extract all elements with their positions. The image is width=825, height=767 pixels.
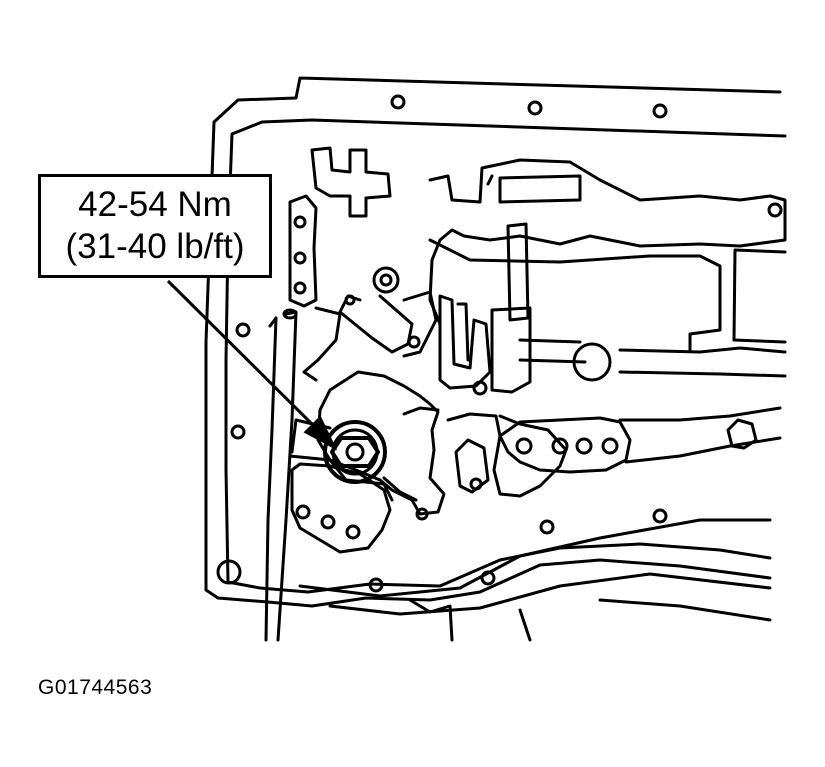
gasket-hole [527,100,543,116]
lower-frame [598,598,772,622]
lower-left-housing [290,462,392,554]
right-plate [498,416,632,474]
plate-hole [551,437,569,455]
housing-hole [345,524,361,540]
gasket-hole [652,508,668,524]
gasket-hole [539,519,555,535]
gasket-hole [480,570,496,586]
torque-imperial-label: (31-40 lb/ft) [65,227,245,266]
bracket-hole [293,251,307,265]
torque-callout-box: 42-54 Nm (31-40 lb/ft) [38,174,272,278]
lever-block [490,306,532,394]
right-shaft [624,436,782,464]
round-plug [572,342,612,382]
callout-leader [166,279,338,451]
figure-code: G01744563 [38,676,153,699]
lower-frame [408,598,532,642]
spool-finger [456,302,470,362]
gasket-hole [230,424,246,440]
bracket-arm [402,290,438,358]
leader-line [166,279,320,432]
spool-bolt [472,380,488,396]
bracket-hole [344,294,356,306]
gasket-hole [216,559,242,585]
bracket-hole [407,335,421,349]
plate-hole [575,437,593,455]
valve-body-panel [732,248,787,344]
torque-metric-label: 42-54 Nm [78,185,232,224]
vertical-tube [264,316,278,642]
solenoid-bolt-center [345,442,365,462]
valve-body-upper [428,158,787,326]
bracket-loop [372,266,400,294]
leader-arrowhead [303,415,338,451]
gasket-hole [390,94,406,110]
gasket-hole [652,103,668,119]
bracket-arm [302,306,342,382]
connector-plate [446,412,568,498]
solenoid-lever [382,476,418,502]
vertical-lever [506,222,530,322]
valve-body-slot [486,174,494,186]
right-bolt [726,418,758,450]
valve-body-rail [518,358,787,378]
plate-hole [601,437,619,455]
plate-hole [515,437,533,455]
bracket-loop-inner [379,273,393,287]
gasket-lower-edge [298,518,772,598]
right-shaft [618,406,782,422]
gasket-lower-edge-2 [328,572,772,616]
left-bracket [288,194,318,308]
gasket-inner-outline [224,118,787,594]
bracket-hole [293,215,307,229]
tube-end [282,308,298,320]
spool-fingers [438,294,492,390]
top-pin [310,146,392,218]
housing-hole [295,504,311,520]
solenoid-bolt-hex [330,436,380,468]
gasket-outline [204,76,782,608]
gasket-hole [235,322,251,338]
valve-body-slot [498,174,582,204]
gasket-hole [767,202,783,218]
solenoid-arm [402,406,440,416]
connector-cylinder [454,438,490,494]
valve-body-panel [428,238,722,352]
housing-hole [320,514,336,530]
connector-hole [469,477,483,491]
solenoid-pin [415,507,429,521]
gasket-hole [368,577,384,593]
bracket-hole [293,281,307,295]
